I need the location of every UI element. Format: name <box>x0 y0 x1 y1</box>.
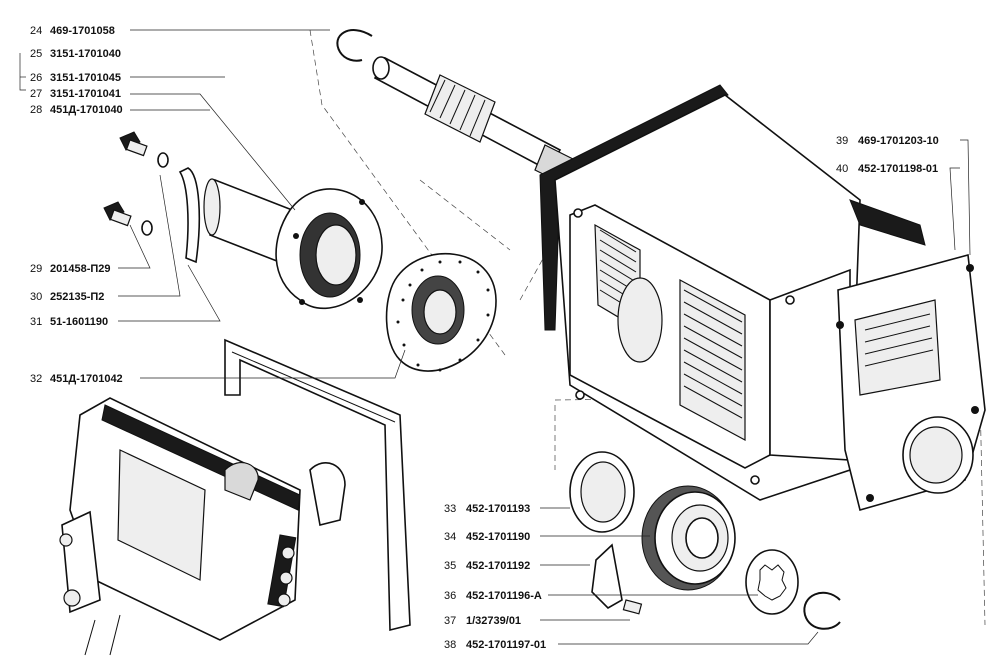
svg-text:452-1701193: 452-1701193 <box>466 503 530 515</box>
svg-text:26: 26 <box>30 72 42 84</box>
callout-24: 24 469-1701058 <box>30 25 115 37</box>
callout-37: 37 1/32739/01 <box>444 615 521 627</box>
svg-text:32: 32 <box>30 373 42 385</box>
svg-text:452-1701192: 452-1701192 <box>466 560 530 572</box>
callout-29: 29 201458-П29 <box>30 263 111 275</box>
callout-39: 39 469-1701203-10 <box>836 135 939 147</box>
callout-35: 35 452-1701192 <box>444 560 530 572</box>
svg-text:34: 34 <box>444 531 456 543</box>
rear-gasket-and-flange <box>836 253 986 511</box>
svg-text:469-1701058: 469-1701058 <box>50 25 115 37</box>
svg-text:452-1701197-01: 452-1701197-01 <box>466 639 546 651</box>
svg-text:3151-1701045: 3151-1701045 <box>50 72 121 84</box>
svg-text:28: 28 <box>30 104 42 116</box>
callout-27: 27 3151-1701041 <box>30 88 121 100</box>
svg-text:3151-1701041: 3151-1701041 <box>50 88 121 100</box>
svg-text:39: 39 <box>836 135 848 147</box>
svg-text:36: 36 <box>444 590 456 602</box>
callout-38: 38 452-1701197-01 <box>444 639 546 651</box>
svg-text:25: 25 <box>30 48 42 60</box>
svg-text:24: 24 <box>30 25 42 37</box>
callout-30: 30 252135-П2 <box>30 291 104 303</box>
callout-25: 25 3151-1701040 <box>30 48 121 60</box>
svg-text:30: 30 <box>30 291 42 303</box>
cover-gasket <box>224 338 411 632</box>
svg-text:31: 31 <box>30 316 42 328</box>
gasket-with-seal <box>385 252 497 372</box>
svg-text:451Д-1701042: 451Д-1701042 <box>50 373 123 385</box>
svg-text:51-1601190: 51-1601190 <box>50 316 108 328</box>
svg-text:452-1701196-А: 452-1701196-А <box>466 590 542 602</box>
svg-text:3151-1701040: 3151-1701040 <box>50 48 121 60</box>
svg-text:35: 35 <box>444 560 456 572</box>
svg-text:33: 33 <box>444 503 456 515</box>
svg-text:452-1701198-01: 452-1701198-01 <box>858 163 938 175</box>
rear-bearing-parts <box>569 451 841 630</box>
gearbox-housing <box>539 84 926 501</box>
lock-plate <box>178 167 201 264</box>
svg-text:469-1701203-10: 469-1701203-10 <box>858 135 939 147</box>
svg-text:1/32739/01: 1/32739/01 <box>466 615 521 627</box>
snap-ring-top <box>336 29 373 62</box>
bearing-cover <box>203 178 383 310</box>
callout-28: 28 451Д-1701040 <box>30 104 123 116</box>
svg-text:27: 27 <box>30 88 42 100</box>
svg-text:201458-П29: 201458-П29 <box>50 263 111 275</box>
svg-text:37: 37 <box>444 615 456 627</box>
callout-26: 26 3151-1701045 <box>30 72 121 84</box>
svg-text:29: 29 <box>30 263 42 275</box>
callout-labels: 24 469-1701058 25 3151-1701040 26 3151-1… <box>30 25 939 651</box>
svg-text:40: 40 <box>836 163 848 175</box>
callout-40: 40 452-1701198-01 <box>836 163 938 175</box>
svg-text:452-1701190: 452-1701190 <box>466 531 530 543</box>
top-cover-housing <box>59 397 346 656</box>
callout-31: 31 51-1601190 <box>30 316 108 328</box>
callout-33: 33 452-1701193 <box>444 503 530 515</box>
bolts-and-washers <box>103 131 169 236</box>
svg-text:252135-П2: 252135-П2 <box>50 291 104 303</box>
callout-36: 36 452-1701196-А <box>444 590 542 602</box>
callout-34: 34 452-1701190 <box>444 531 530 543</box>
svg-text:38: 38 <box>444 639 456 651</box>
svg-text:451Д-1701040: 451Д-1701040 <box>50 104 123 116</box>
callout-32: 32 451Д-1701042 <box>30 373 123 385</box>
leader-lines <box>19 29 971 645</box>
